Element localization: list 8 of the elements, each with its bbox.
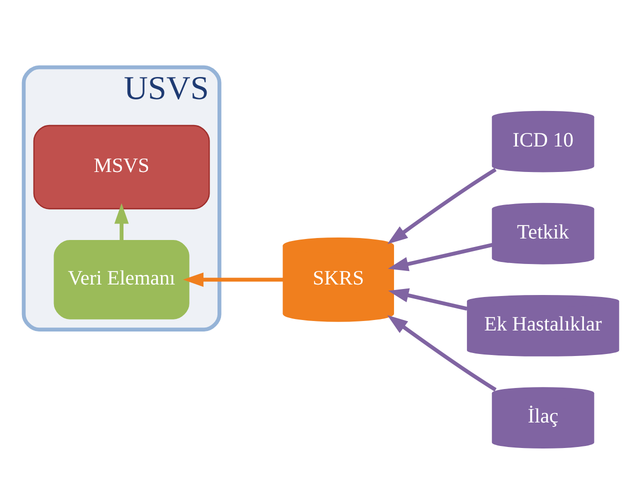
- arrow: [182, 272, 284, 286]
- node-box: MSVS: [33, 124, 210, 209]
- node-box: Veri Elemanı: [54, 240, 190, 319]
- arrow: [388, 242, 493, 271]
- arrow: [388, 288, 468, 310]
- arrow: [387, 314, 497, 391]
- arrow: [387, 167, 497, 244]
- arrow: [114, 202, 129, 240]
